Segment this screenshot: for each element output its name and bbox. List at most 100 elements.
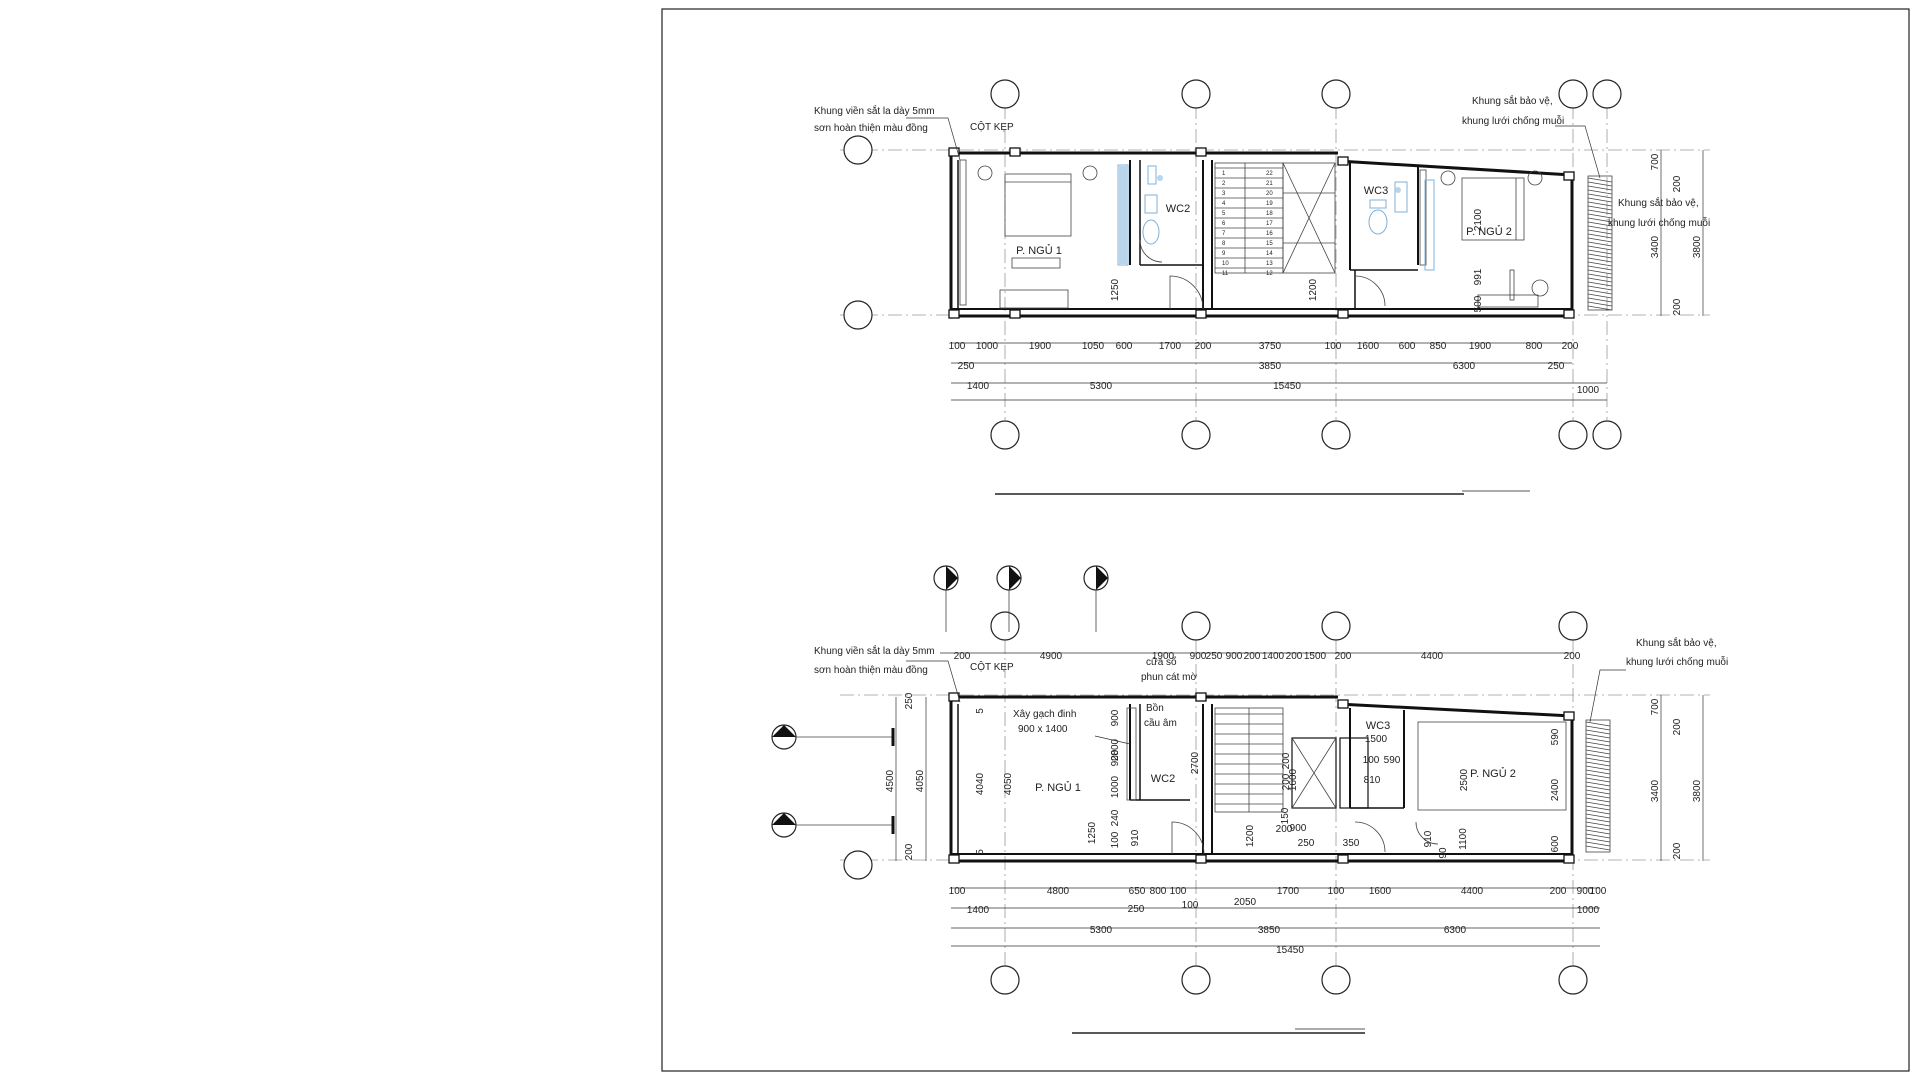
dim-inner-bot-30: 2400 (1550, 778, 1561, 801)
doors-top (1139, 239, 1386, 310)
room-label-bedroom2: P. NGỦ 2 (1466, 225, 1512, 238)
stair-number: 7 (1222, 231, 1226, 237)
dim-inner-top-0: 1250 (1110, 278, 1121, 301)
dim-inner-bot-25: 2500 (1459, 768, 1470, 791)
dim-inner-bot-21: 350 (1343, 838, 1360, 849)
dim-right-bot-3: 200 (1672, 842, 1683, 859)
note-wc3-dim: 1500 (1365, 734, 1388, 745)
dim-top-row2-1: 3850 (1259, 361, 1282, 372)
stair-number: 17 (1266, 221, 1273, 227)
dim-bot-row3-5: 1000 (1577, 905, 1600, 916)
dim-top-row1-6: 200 (1195, 341, 1212, 352)
dim-bot-top-9: 1500 (1304, 651, 1327, 662)
stair-number: 20 (1266, 191, 1273, 197)
dim-bot-row1-7: 1600 (1369, 886, 1392, 897)
note-brick-line1: Xây gạch đinh (1013, 709, 1076, 720)
dim-inner-bot-28: 1100 (1458, 828, 1469, 850)
dim-bot-top-10: 200 (1335, 651, 1352, 662)
dim-inner-top-4: 500 (1473, 295, 1484, 312)
dim-inner-bot-10: 1250 (1087, 821, 1098, 844)
dim-bot-row1-4: 100 (1170, 886, 1187, 897)
stair-number: 10 (1222, 261, 1229, 267)
dim-bot-top-11: 4400 (1421, 651, 1444, 662)
dim-right-top-1: 200 (1672, 175, 1683, 192)
note-column-bottom: CỘT KẸP (970, 660, 1014, 673)
stair-number: 19 (1266, 201, 1273, 207)
dim-bot-row1-11: 100 (1590, 886, 1607, 897)
stair-number: 2 (1222, 181, 1226, 187)
dim-left-bot-2: 4050 (915, 769, 926, 792)
dim-right-top-4: 3800 (1692, 235, 1703, 258)
dim-inner-bot-8: 240 (1110, 809, 1121, 826)
stair-number: 4 (1222, 201, 1226, 207)
dim-inner-bot-1: 4040 (975, 772, 986, 795)
dim-bot-row1-0: 100 (949, 886, 966, 897)
dim-top-row2-3: 250 (1548, 361, 1565, 372)
dim-top-row2-2: 6300 (1453, 361, 1476, 372)
dim-top-row1-9: 1600 (1357, 341, 1380, 352)
dim-inner-bot-0: 5 (975, 708, 986, 714)
plan-bottom: P. NGỦ 1 WC2 WC3 P. NGỦ 2 1500 Khung viề… (771, 565, 1728, 1034)
dim-bot-top-6: 200 (1244, 651, 1261, 662)
stair-number: 9 (1222, 251, 1226, 257)
dim-bot-row1-6: 100 (1328, 886, 1345, 897)
dim-inner-bot-9: 100 (1110, 831, 1121, 848)
stair-number: 21 (1266, 181, 1273, 187)
dim-left-bot-3: 200 (904, 843, 915, 860)
note-guard-right-line1: Khung sắt bảo vệ, (1618, 196, 1699, 209)
room-label-wc3: WC3 (1364, 185, 1388, 197)
dim-bot-row3-1: 5300 (1090, 925, 1113, 936)
dim-bot-row1-2: 650 (1129, 886, 1146, 897)
dim-right-top-0: 700 (1650, 153, 1661, 170)
stair-number: 12 (1266, 271, 1273, 277)
dim-top-row1-13: 800 (1526, 341, 1543, 352)
dim-bot-top-12: 200 (1564, 651, 1581, 662)
dim-top-row1-11: 850 (1430, 341, 1447, 352)
dim-top-row2-0: 250 (958, 361, 975, 372)
stair-number: 1 (1222, 171, 1226, 177)
dim-right-bot-1: 200 (1672, 718, 1683, 735)
dim-top-row1-1: 1000 (976, 341, 999, 352)
dim-bot-row1-9: 200 (1550, 886, 1567, 897)
dim-inner-bot-11: 910 (1130, 829, 1141, 846)
room-label-wc2-bottom: WC2 (1151, 773, 1175, 785)
dim-inner-top-2: 2100 (1473, 208, 1484, 231)
dim-bot-top-8: 200 (1286, 651, 1303, 662)
stair-number: 22 (1266, 171, 1273, 177)
dim-right-bot-2: 3400 (1650, 779, 1661, 802)
dim-bot-top-2: 1900 (1152, 651, 1175, 662)
note-tub-line1: Bồn (1146, 702, 1164, 714)
note-guard-top-line2: khung lưới chống muỗi (1462, 114, 1564, 127)
dim-inner-bot-29: 590 (1550, 728, 1561, 745)
dim-bot-top-7: 1400 (1262, 651, 1285, 662)
stair-number: 6 (1222, 221, 1226, 227)
dim-right-bot-0: 700 (1650, 698, 1661, 715)
note-frame-bottom-line1: Khung viền sắt la dày 5mm (814, 644, 935, 657)
dim-inner-bot-6: 900 (1110, 749, 1121, 766)
section-markers (771, 565, 1109, 838)
dim-bot-row2-1: 100 (1182, 900, 1199, 911)
dim-bot-row1-5: 1700 (1277, 886, 1300, 897)
dim-inner-bot-12: 2700 (1190, 751, 1201, 774)
dim-inner-bot-24: 810 (1364, 775, 1381, 786)
note-tub-line2: cầu âm (1144, 717, 1177, 729)
dim-inner-bot-17: 1200 (1245, 824, 1256, 847)
stair-number: 18 (1266, 211, 1273, 217)
dim-inner-bot-7: 1000 (1110, 775, 1121, 798)
note-guard-bottom-line1: Khung sắt bảo vệ, (1636, 636, 1717, 649)
dim-inner-bot-3: 5 (975, 849, 986, 855)
dim-inner-bot-2: 4050 (1003, 772, 1014, 795)
dim-bot-row3-0: 1400 (967, 905, 990, 916)
note-window-line1: cửa sổ (1146, 656, 1177, 668)
dim-inner-bot-15: 1600 (1288, 768, 1299, 791)
dim-inner-top-1: 1200 (1308, 278, 1319, 301)
bedroom2-area (1417, 721, 1567, 811)
dim-top-row1-10: 600 (1399, 341, 1416, 352)
dim-bot-row2-2: 2050 (1234, 897, 1257, 908)
dim-bot-top-1: 4900 (1040, 651, 1063, 662)
dim-bot-row3-3: 6300 (1444, 925, 1467, 936)
dim-bot-top-0: 200 (954, 651, 971, 662)
guard-mesh-bottom (1585, 719, 1611, 853)
